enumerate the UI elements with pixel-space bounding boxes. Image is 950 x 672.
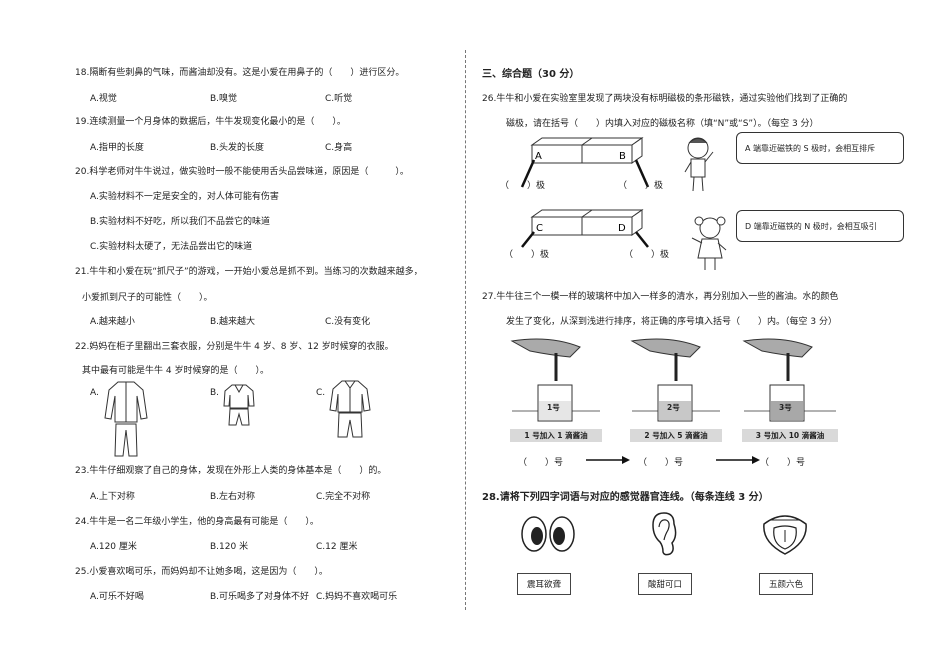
- cup-panel-2[interactable]: 2号 2 号加入 5 滴酱油: [630, 333, 722, 443]
- q20-option-c[interactable]: C.实验材料太硬了，无法品尝出它的味道: [90, 242, 253, 252]
- q27-blank-2[interactable]: （ ）号: [638, 458, 684, 468]
- q23-text: 23.牛牛仔细观察了自己的身体，发现在外形上人类的身体基本是（ ）的。: [75, 466, 387, 476]
- q26-line2: 磁极，请在括号（ ）内填入对应的磁极名称（填“N”或“S”）。（每空 3 分）: [506, 119, 819, 129]
- q23-option-a[interactable]: A.上下对称: [90, 492, 135, 502]
- word-box-1-text: 震耳欲聋: [526, 580, 561, 590]
- magnet-1-end-a: A: [535, 151, 542, 162]
- cup-panel-3[interactable]: 3号 3 号加入 10 滴酱油: [742, 333, 838, 443]
- q24-option-c[interactable]: C.12 厘米: [316, 542, 358, 552]
- q21-option-b[interactable]: B.越来越大: [210, 317, 256, 327]
- q19-option-a[interactable]: A.指甲的长度: [90, 143, 144, 153]
- q25-option-b[interactable]: B.可乐喝多了对身体不好: [210, 592, 310, 602]
- word-box-3[interactable]: 五颜六色: [759, 573, 813, 595]
- q24-text: 24.牛牛是一名二年级小学生，他的身高最有可能是（ ）。: [75, 517, 319, 527]
- q20-option-b[interactable]: B.实验材料不好吃，所以我们不品尝它的味道: [90, 217, 271, 227]
- q18-option-b[interactable]: B.嗅觉: [210, 94, 238, 104]
- arrow-right-icon: [586, 456, 630, 464]
- q23-option-b[interactable]: B.左右对称: [210, 492, 256, 502]
- cup-1-number: 1号: [547, 403, 560, 412]
- word-box-2-text: 酸甜可口: [647, 580, 682, 590]
- small-suit-illustration[interactable]: [222, 382, 256, 428]
- q19-text: 19.连续测量一个月身体的数据后，牛牛发现变化最小的是（ ）。: [75, 117, 346, 127]
- eyes-icon[interactable]: [518, 512, 578, 556]
- word-box-3-text: 五颜六色: [768, 580, 803, 590]
- q19-option-b[interactable]: B.头发的长度: [210, 143, 265, 153]
- magnet-2-end-c: C: [536, 223, 543, 234]
- q21-option-c[interactable]: C.没有变化: [325, 317, 371, 327]
- cup-2-caption: 2 号加入 5 滴酱油: [630, 429, 722, 442]
- q26-blank-c[interactable]: （ ）极: [504, 250, 550, 260]
- speech-bubble-2: D 端靠近磁铁的 N 极时，会相互吸引: [736, 210, 904, 242]
- q25-option-c[interactable]: C.妈妈不喜欢喝可乐: [316, 592, 398, 602]
- q19-option-c[interactable]: C.身高: [325, 143, 353, 153]
- boy-figure: [684, 137, 714, 192]
- speech-bubble-1: A 端靠近磁铁的 S 极时，会相互排斥: [736, 132, 904, 164]
- cup-3-number: 3号: [779, 403, 792, 412]
- q24-option-b[interactable]: B.120 米: [210, 542, 249, 552]
- q20-option-a[interactable]: A.实验材料不一定是安全的，对人体可能有伤害: [90, 192, 279, 202]
- q23-option-c[interactable]: C.完全不对称: [316, 492, 371, 502]
- cup-2-number: 2号: [667, 403, 680, 412]
- q22-line2: 其中最有可能是牛牛 4 岁时候穿的是（ ）。: [82, 366, 269, 376]
- q25-text: 25.小爱喜欢喝可乐，而妈妈却不让她多喝，这是因为（ ）。: [75, 567, 328, 577]
- magnet-1-end-b: B: [619, 151, 626, 162]
- q21-line1: 21.牛牛和小爱在玩“抓尺子”的游戏，一开始小爱总是抓不到。当练习的次数越来越多…: [75, 267, 423, 277]
- q22-label-c[interactable]: C.: [316, 388, 326, 398]
- magnet-2[interactable]: C D: [512, 207, 660, 263]
- cup-1-illustration: [510, 338, 600, 422]
- q27-line1: 27.牛牛往三个一模一样的玻璃杯中加入一样多的清水，再分别加入一些的酱油。水的颜…: [482, 292, 839, 302]
- ear-icon[interactable]: [648, 510, 682, 558]
- q21-option-a[interactable]: A.越来越小: [90, 317, 135, 327]
- girl-figure: [691, 216, 727, 270]
- cup-2-illustration: [630, 338, 720, 422]
- q21-line2: 小爱抓到尺子的可能性（ ）。: [82, 293, 213, 303]
- cup-3-illustration: [742, 338, 836, 422]
- q22-line1: 22.妈妈在柜子里翻出三套衣服，分别是牛牛 4 岁、8 岁、12 岁时候穿的衣服…: [75, 342, 394, 352]
- q26-blank-d[interactable]: （ ）极: [624, 250, 670, 260]
- word-box-2[interactable]: 酸甜可口: [638, 573, 692, 595]
- q27-blank-3[interactable]: （ ）号: [760, 458, 806, 468]
- q26-blank-a[interactable]: （ ）极: [500, 181, 546, 191]
- magnet-2-end-d: D: [618, 223, 626, 234]
- q26-line1: 26.牛牛和小爱在实验室里发现了两块没有标明磁极的条形磁铁，通过实验他们找到了正…: [482, 94, 848, 104]
- cup-panel-1[interactable]: 1号 1 号加入 1 滴酱油: [510, 333, 602, 443]
- arrow-right-icon: [716, 456, 760, 464]
- q28-title: 28.请将下列四字词语与对应的感觉器官连线。（每条连线 3 分）: [482, 492, 769, 503]
- q18-text: 18.隔断有些刺鼻的气味，而酱油却没有。这是小爱在用鼻子的（ ）进行区分。: [75, 68, 405, 78]
- q18-option-a[interactable]: A.视觉: [90, 94, 117, 104]
- tongue-mouth-icon[interactable]: [760, 506, 810, 558]
- q27-blank-1[interactable]: （ ）号: [518, 458, 564, 468]
- word-box-1[interactable]: 震耳欲聋: [517, 573, 571, 595]
- cup-3-caption: 3 号加入 10 滴酱油: [742, 429, 838, 442]
- q24-option-a[interactable]: A.120 厘米: [90, 542, 137, 552]
- q22-label-b[interactable]: B.: [210, 388, 220, 398]
- q26-blank-b[interactable]: （ ）极: [618, 181, 664, 191]
- speech-bubble-1-text: A 端靠近磁铁的 S 极时，会相互排斥: [745, 143, 876, 153]
- tracksuit-illustration[interactable]: [103, 378, 149, 460]
- magnet-1[interactable]: A B: [512, 135, 660, 195]
- q22-label-a[interactable]: A.: [90, 388, 99, 398]
- jacket-suit-illustration[interactable]: [328, 378, 372, 440]
- q27-line2: 发生了变化，从深到浅进行排序，将正确的序号填入括号（ ）内。（每空 3 分）: [506, 317, 837, 327]
- cup-1-caption: 1 号加入 1 滴酱油: [510, 429, 602, 442]
- section-title: 三、综合题（30 分）: [482, 69, 580, 80]
- speech-bubble-2-text: D 端靠近磁铁的 N 极时，会相互吸引: [745, 221, 877, 231]
- column-divider: [465, 50, 466, 610]
- q25-option-a[interactable]: A.可乐不好喝: [90, 592, 144, 602]
- q18-option-c[interactable]: C.听觉: [325, 94, 353, 104]
- q20-text: 20.科学老师对牛牛说过，做实验时一般不能使用舌头品尝味道，原因是（ ）。: [75, 167, 409, 177]
